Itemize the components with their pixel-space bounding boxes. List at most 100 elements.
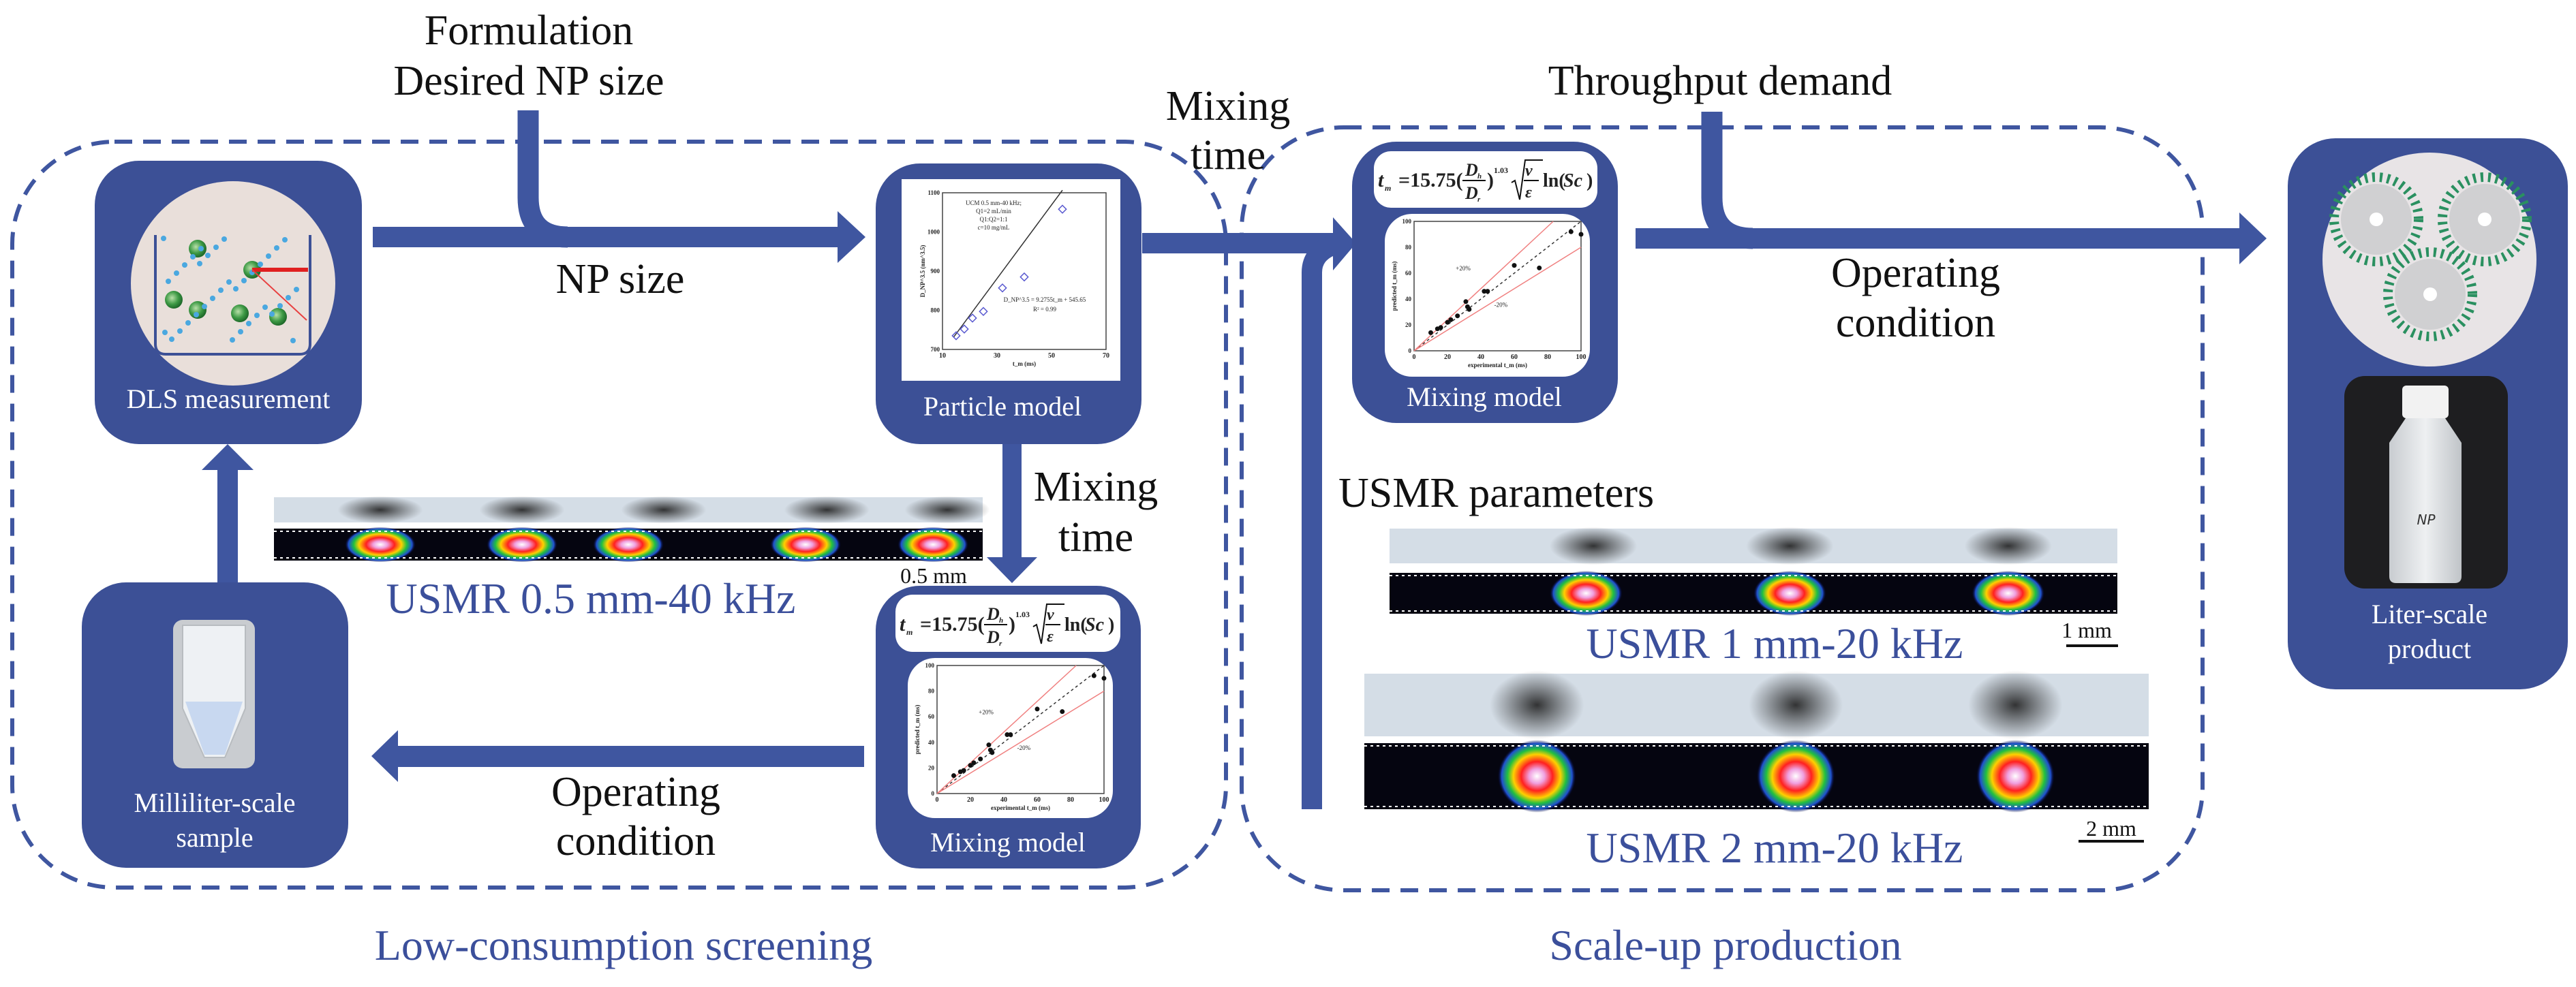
data-point (990, 750, 995, 755)
shadow (784, 496, 870, 524)
data-point (1463, 299, 1469, 304)
y-tick-label: 0 (1409, 347, 1412, 354)
solvent-dot (177, 328, 183, 334)
x-axis-label: experimental t_m (ms) (1468, 362, 1527, 369)
data-point (1568, 229, 1574, 234)
dls-measurement-label: DLS measurement (127, 383, 331, 414)
hotspot (487, 527, 557, 563)
y-axis-label: predicted t_m (ms) (1391, 262, 1398, 311)
dls-illustration (131, 181, 335, 386)
formula-text: ln( (1543, 170, 1565, 191)
mixing-time-top-line1: Mixing (1166, 83, 1291, 129)
formula-text: ε (1525, 184, 1532, 202)
data-point (968, 313, 977, 323)
data-point (951, 331, 961, 341)
solvent-dot (218, 287, 224, 293)
shadow (1549, 527, 1638, 565)
milliliter-sample-label-line1: Milliliter-scale (134, 787, 296, 818)
solvent-dot (274, 245, 279, 251)
x-tick-label: 0 (936, 796, 939, 804)
x-tick-label: 40 (1477, 354, 1484, 361)
formula-text: t (900, 613, 906, 636)
annotation-text: Q1:Q2=1:1 (979, 216, 1007, 223)
y-tick-label: 40 (928, 739, 935, 746)
nanoparticle-icon (231, 304, 249, 322)
data-point (1438, 325, 1443, 330)
data-point (961, 768, 966, 773)
data-point (951, 773, 956, 779)
operating-condition-right-arrow-shaft (1636, 228, 2242, 249)
liter-scale-product-box: NP Liter-scale product (2288, 138, 2568, 689)
formula-text: D (986, 627, 1000, 647)
hotspot (1972, 571, 2045, 616)
hotspot (1753, 571, 1826, 616)
nanoparticle-center (2423, 287, 2437, 301)
liter-scale-label-line2: product (2388, 633, 2471, 664)
solvent-dot (254, 313, 260, 318)
annotation-text: c=10 mg/mL (978, 224, 1010, 231)
y-tick-label: 40 (1405, 296, 1412, 302)
low-consumption-section-outline (10, 140, 1228, 890)
formula-text: =15.75( (920, 613, 985, 636)
hotspot (898, 527, 969, 563)
x-tick-label: 10 (939, 352, 946, 360)
y-tick-label: 0 (932, 790, 935, 797)
data-point (971, 760, 977, 766)
operating-condition-left-line1: Operating (551, 769, 720, 815)
data-point (1060, 709, 1065, 715)
solvent-dot (162, 330, 168, 335)
x-tick-label: 80 (1544, 354, 1551, 361)
nanoparticle-shell-icon (2438, 172, 2532, 266)
data-point (1091, 673, 1097, 678)
formula-text: m (1385, 183, 1391, 193)
data-point (960, 324, 969, 334)
solvent-dot (161, 236, 166, 241)
solvent-dot (266, 253, 271, 259)
np-size-arrow-shaft (373, 227, 843, 247)
mixing-time-down-line1: Mixing (1034, 464, 1159, 510)
scale-2mm-label: 2 mm (2086, 816, 2136, 841)
data-point (1482, 289, 1487, 294)
plot-frame (1413, 221, 1582, 351)
x-tick-label: 50 (1048, 352, 1055, 360)
band-label: -20% (1017, 745, 1031, 751)
y-tick-label: 60 (1405, 270, 1412, 277)
data-point (1455, 313, 1460, 319)
hotspot (1549, 571, 1623, 616)
solvent-dot (169, 336, 174, 342)
solvent-dot (230, 337, 235, 343)
liter-scale-label-line1: Liter-scale (2372, 599, 2487, 629)
solvent-dot (269, 311, 275, 317)
y-tick-label: 900 (931, 268, 940, 275)
x-tick-label: 20 (967, 796, 974, 804)
solvent-dot (190, 254, 196, 260)
band-label: +20% (979, 708, 994, 715)
solvent-dot (294, 287, 299, 292)
solvent-dot (241, 278, 247, 283)
minus-20-line (936, 690, 1105, 794)
x-tick-label: 30 (994, 352, 1000, 360)
x-tick-label: 40 (1000, 796, 1007, 804)
scale-1mm-label: 1 mm (2061, 618, 2112, 642)
data-point (1448, 317, 1454, 322)
up-arrow-head (202, 444, 254, 470)
shadow (621, 496, 707, 524)
usmr-05mm-label: USMR 0.5 mm-40 kHz (386, 574, 796, 623)
shadow (1964, 527, 2052, 565)
x-tick-label: 20 (1444, 354, 1451, 361)
data-point (1445, 319, 1450, 325)
usmr-parameters-line (1302, 236, 1337, 809)
data-point (1019, 272, 1029, 282)
shadow (1490, 670, 1584, 740)
fit-equation-text: R² = 0.99 (1033, 306, 1057, 313)
y-tick-label: 100 (1402, 218, 1412, 225)
operating-condition-right-line2: condition (1836, 300, 1995, 346)
milliliter-sample-label-line2: sample (176, 822, 253, 853)
y-tick-label: 700 (931, 346, 940, 353)
